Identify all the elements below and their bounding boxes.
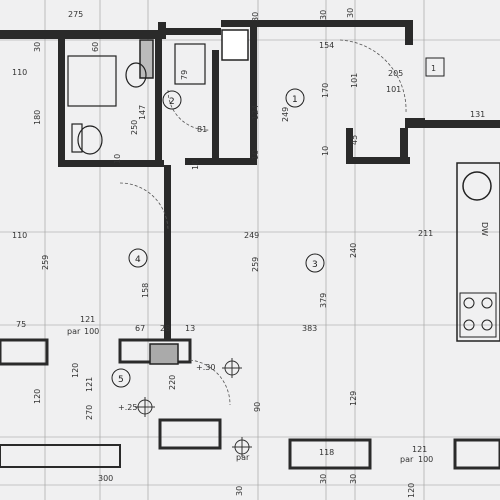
dim-131: 131 bbox=[470, 110, 485, 119]
dim-121b: 121 bbox=[85, 377, 94, 392]
box-marker bbox=[425, 57, 445, 77]
dim-147: 147 bbox=[138, 105, 147, 120]
dim-30e: 30 bbox=[235, 486, 244, 496]
dim-205: 205 bbox=[388, 69, 403, 78]
dim-220: 220 bbox=[168, 375, 177, 390]
dim-211: 211 bbox=[418, 229, 433, 238]
dim-170: 170 bbox=[321, 83, 330, 98]
dim-101b: 101 bbox=[386, 85, 401, 94]
dim-45: 45 bbox=[350, 135, 359, 145]
dim-28: 28 bbox=[160, 324, 170, 333]
level-b: +.25 bbox=[118, 403, 137, 412]
dim-100a: 100 bbox=[84, 327, 99, 336]
dimension-labels: 275 30 60 110 180 110 259 75 120 120 147… bbox=[12, 8, 485, 498]
dim-275: 275 bbox=[68, 10, 83, 19]
dim-110b: 110 bbox=[12, 231, 27, 240]
dim-259a: 259 bbox=[41, 255, 50, 270]
dim-30g: 30 bbox=[349, 474, 358, 484]
annotations: +.30 +.25 DW 1 bbox=[118, 57, 489, 412]
dim-30b: 30 bbox=[319, 10, 328, 20]
dim-270: 270 bbox=[85, 405, 94, 420]
dim-par-a: par bbox=[67, 327, 81, 336]
dim-118: 118 bbox=[319, 448, 334, 457]
room-markers: 1 2 3 4 5 bbox=[111, 88, 325, 388]
dim-10d: 10 bbox=[321, 146, 330, 156]
dim-13: 13 bbox=[185, 324, 195, 333]
dim-300: 300 bbox=[98, 474, 113, 483]
dim-10b: 10 bbox=[191, 160, 200, 170]
bathroom-fixtures bbox=[67, 43, 206, 155]
dim-121a: 121 bbox=[80, 315, 95, 324]
room-4-label: 4 bbox=[135, 255, 141, 265]
dim-81: 81 bbox=[197, 125, 207, 134]
dw-label: DW bbox=[480, 222, 489, 236]
dim-259b: 259 bbox=[251, 257, 260, 272]
dim-79: 79 bbox=[180, 70, 189, 80]
dim-30c: 30 bbox=[346, 8, 355, 18]
dim-124: 124 bbox=[251, 105, 260, 120]
dim-120d: 120 bbox=[407, 483, 416, 498]
room-5-label: 5 bbox=[118, 375, 124, 385]
shower-icon bbox=[67, 55, 117, 107]
level-a: +.30 bbox=[196, 363, 215, 372]
dim-129: 129 bbox=[349, 391, 358, 406]
dim-100b: 100 bbox=[418, 455, 433, 464]
dim-par-c: par bbox=[236, 453, 250, 462]
dim-249a: 249 bbox=[281, 107, 290, 122]
dim-110a: 110 bbox=[12, 68, 27, 77]
dim-249b: 249 bbox=[244, 231, 259, 240]
dim-10a: 10 bbox=[113, 154, 122, 164]
hatched-columns bbox=[139, 29, 249, 365]
sink-icon bbox=[462, 171, 492, 201]
dim-30a: 30 bbox=[33, 42, 42, 52]
dim-75: 75 bbox=[16, 320, 26, 329]
dim-10c: 10 bbox=[251, 150, 260, 160]
toilet-icon bbox=[77, 125, 103, 155]
dim-120a: 120 bbox=[33, 389, 42, 404]
dim-par-b: par bbox=[400, 455, 414, 464]
dim-60: 60 bbox=[91, 42, 100, 52]
dim-379: 379 bbox=[319, 293, 328, 308]
door-swings bbox=[119, 39, 407, 406]
kitchen-counter bbox=[456, 162, 500, 342]
dim-121c: 121 bbox=[412, 445, 427, 454]
dim-30f: 30 bbox=[319, 474, 328, 484]
dim-180: 180 bbox=[33, 110, 42, 125]
dim-250: 250 bbox=[130, 120, 139, 135]
dim-120b: 120 bbox=[71, 363, 80, 378]
dim-383: 383 bbox=[302, 324, 317, 333]
room-3-label: 3 bbox=[312, 260, 318, 270]
dim-158: 158 bbox=[141, 283, 150, 298]
room-2-label: 2 bbox=[169, 97, 175, 107]
room-1-label: 1 bbox=[292, 95, 298, 105]
dim-67: 67 bbox=[135, 324, 145, 333]
dim-154: 154 bbox=[319, 41, 334, 50]
dim-101a: 101 bbox=[350, 73, 359, 88]
crosshair-markers bbox=[135, 358, 252, 457]
washbasin-icon bbox=[125, 62, 147, 88]
dim-240: 240 bbox=[349, 243, 358, 258]
box-label: 1 bbox=[431, 64, 436, 73]
dim-90: 90 bbox=[253, 402, 262, 412]
dim-30d: 30 bbox=[251, 12, 260, 22]
